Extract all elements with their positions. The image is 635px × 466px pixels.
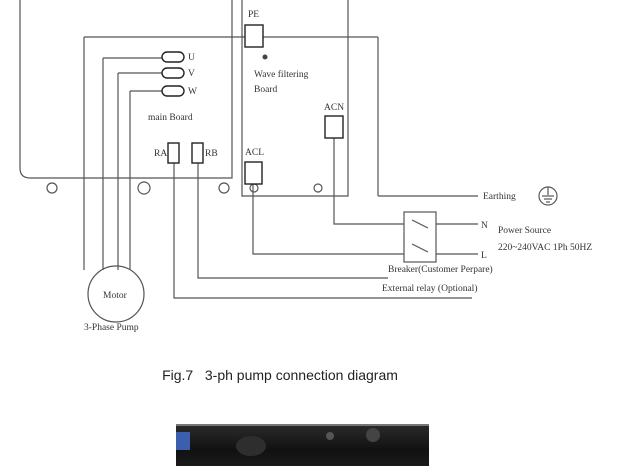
- l-label: L: [481, 251, 487, 261]
- wave-filter-label-2: Board: [254, 85, 277, 95]
- screw-hole: [249, 183, 259, 193]
- photo-detail: [326, 432, 334, 440]
- acn-label: ACN: [324, 103, 344, 113]
- power-source-label: Power Source: [498, 226, 551, 236]
- breaker-switch-1: [411, 219, 429, 229]
- motor-label: Motor: [103, 291, 128, 301]
- pump-photo: [176, 424, 429, 466]
- rb-terminal: [191, 142, 204, 164]
- ra-wire: [173, 163, 472, 299]
- connection-diagram: PE Wave filtering Board ACN ACL main Boa…: [19, 0, 592, 333]
- acl-label: ACL: [245, 148, 264, 158]
- pe-label: PE: [248, 10, 259, 20]
- pump-label: 3-Phase Pump: [84, 323, 139, 333]
- screw-hole: [313, 183, 323, 193]
- photo-detail: [366, 428, 380, 442]
- terminal-w-label: W: [188, 87, 197, 97]
- terminal-w: [161, 85, 185, 97]
- filter-dot: [262, 54, 268, 60]
- voltage-label: 220~240VAC 1Ph 50HZ: [498, 243, 592, 253]
- acl-wire: [252, 184, 404, 255]
- motor-circle: [87, 265, 145, 323]
- main-board-label: main Board: [148, 113, 193, 123]
- terminal-u: [161, 51, 185, 63]
- rb-wire: [197, 163, 388, 279]
- photo-blue-patch: [176, 432, 190, 450]
- acl-terminal: [244, 161, 263, 185]
- filter-board-outline: [241, 0, 349, 197]
- external-relay-label: External relay (Optional): [382, 283, 478, 294]
- screw-hole: [218, 182, 230, 194]
- ra-terminal: [167, 142, 180, 164]
- screw-hole: [137, 181, 151, 195]
- pe-terminal: [244, 24, 264, 48]
- earthing-label: Earthing: [483, 192, 516, 202]
- n-label: N: [481, 221, 488, 231]
- photo-detail: [236, 436, 266, 456]
- breaker-switch-2: [411, 243, 429, 253]
- main-board-outline: [19, 0, 233, 179]
- acn-wire: [333, 138, 404, 225]
- phase-wire-v: [102, 57, 168, 270]
- breaker-label: Breaker(Customer Perpare): [388, 264, 493, 275]
- wave-filter-label: Wave filtering: [254, 69, 309, 80]
- terminal-v: [161, 67, 185, 79]
- screw-hole: [46, 182, 58, 194]
- rb-label: RB: [205, 149, 218, 159]
- acn-terminal: [324, 115, 344, 139]
- terminal-u-label: U: [188, 53, 195, 63]
- figure-caption: Fig.7 3-ph pump connection diagram: [162, 367, 398, 383]
- terminal-v-label: V: [188, 69, 195, 79]
- ra-label: RA: [154, 149, 167, 159]
- phase-wire-w: [117, 72, 168, 270]
- breaker: [403, 211, 437, 263]
